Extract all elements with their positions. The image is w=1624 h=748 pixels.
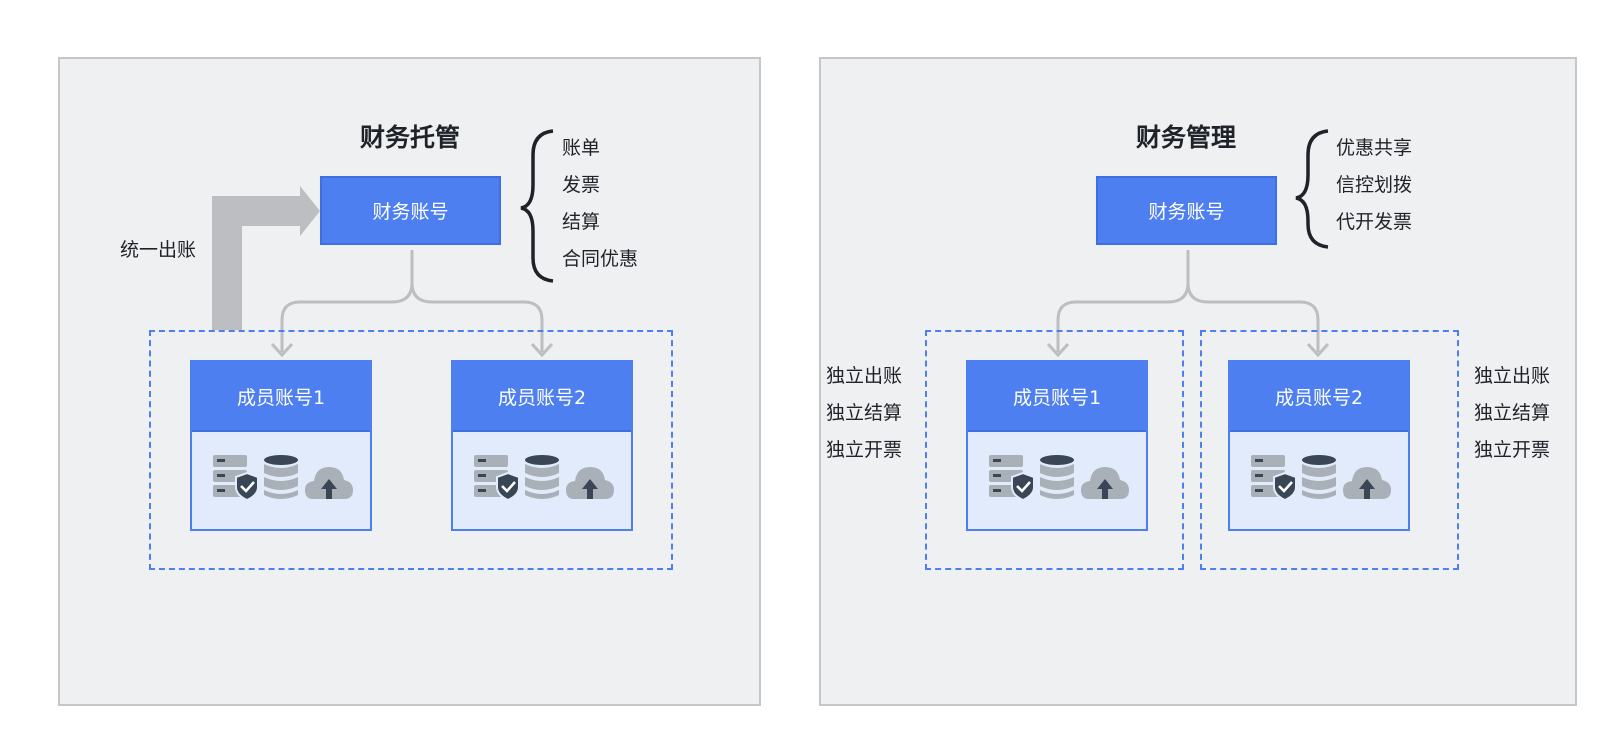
database-icon (525, 455, 559, 499)
feature-item: 优惠共享 (1336, 137, 1413, 159)
member-account-card: 成员账号2 (451, 360, 633, 531)
tree-connector-left (280, 250, 544, 352)
cloud-upload-icon (1081, 467, 1129, 499)
feature-item: 结算 (562, 211, 601, 233)
tree-connector-right (1056, 250, 1320, 352)
member-group-right-1 (925, 330, 1184, 570)
unified-billing-arrow (212, 186, 320, 330)
arrowhead-left-2 (530, 342, 554, 358)
finance-account-box-left: 财务账号 (320, 176, 501, 245)
database-icon (264, 455, 298, 499)
independent-item: 独立出账 (1474, 365, 1551, 387)
title-finance-management: 财务管理 (1135, 123, 1237, 152)
feature-item: 信控划拨 (1336, 174, 1413, 196)
member-account-label: 成员账号1 (968, 362, 1146, 432)
independent-item: 独立开票 (826, 439, 903, 461)
panel-finance-custody (58, 57, 761, 706)
server-shield-icon (213, 455, 259, 501)
feature-item: 代开发票 (1336, 211, 1413, 233)
arrowhead-left-1 (270, 342, 294, 358)
feature-list-left: 账单 发票 结算 合同优惠 (562, 130, 638, 278)
brace-left (520, 129, 554, 283)
cloud-upload-icon (566, 467, 614, 499)
database-icon (1302, 455, 1336, 499)
member-account-label: 成员账号2 (1230, 362, 1408, 432)
brace-right (1295, 129, 1329, 249)
panel-finance-management (819, 57, 1577, 706)
independent-item: 独立结算 (826, 402, 903, 424)
feature-item: 账单 (562, 137, 601, 159)
member-resource-icons (1251, 455, 1391, 501)
member-resource-icons (213, 455, 353, 501)
member-resource-icons (474, 455, 614, 501)
server-shield-icon (474, 455, 520, 501)
arrowhead-right-1 (1046, 342, 1070, 358)
independent-item: 独立结算 (1474, 402, 1551, 424)
member-resource-icons (989, 455, 1129, 501)
feature-item: 发票 (562, 174, 601, 196)
independent-list-left: 独立出账 独立结算 独立开票 (826, 358, 902, 469)
finance-account-box-right: 财务账号 (1096, 176, 1277, 245)
feature-list-right: 优惠共享 信控划拨 代开发票 (1336, 130, 1412, 241)
unified-billing-label: 统一出账 (120, 239, 197, 261)
member-group-right-2 (1200, 330, 1459, 570)
independent-item: 独立开票 (1474, 439, 1551, 461)
database-icon (1040, 455, 1074, 499)
server-shield-icon (989, 455, 1035, 501)
independent-list-right: 独立出账 独立结算 独立开票 (1474, 358, 1550, 469)
member-account-card: 成员账号1 (966, 360, 1148, 531)
independent-item: 独立出账 (826, 365, 903, 387)
member-account-label: 成员账号2 (453, 362, 631, 432)
member-account-card: 成员账号2 (1228, 360, 1410, 531)
arrowhead-right-2 (1306, 342, 1330, 358)
feature-item: 合同优惠 (562, 248, 639, 270)
server-shield-icon (1251, 455, 1297, 501)
cloud-upload-icon (1343, 467, 1391, 499)
member-account-label: 成员账号1 (192, 362, 370, 432)
member-account-card: 成员账号1 (190, 360, 372, 531)
member-group-left (149, 330, 673, 570)
cloud-upload-icon (305, 467, 353, 499)
title-finance-custody: 财务托管 (359, 123, 461, 152)
